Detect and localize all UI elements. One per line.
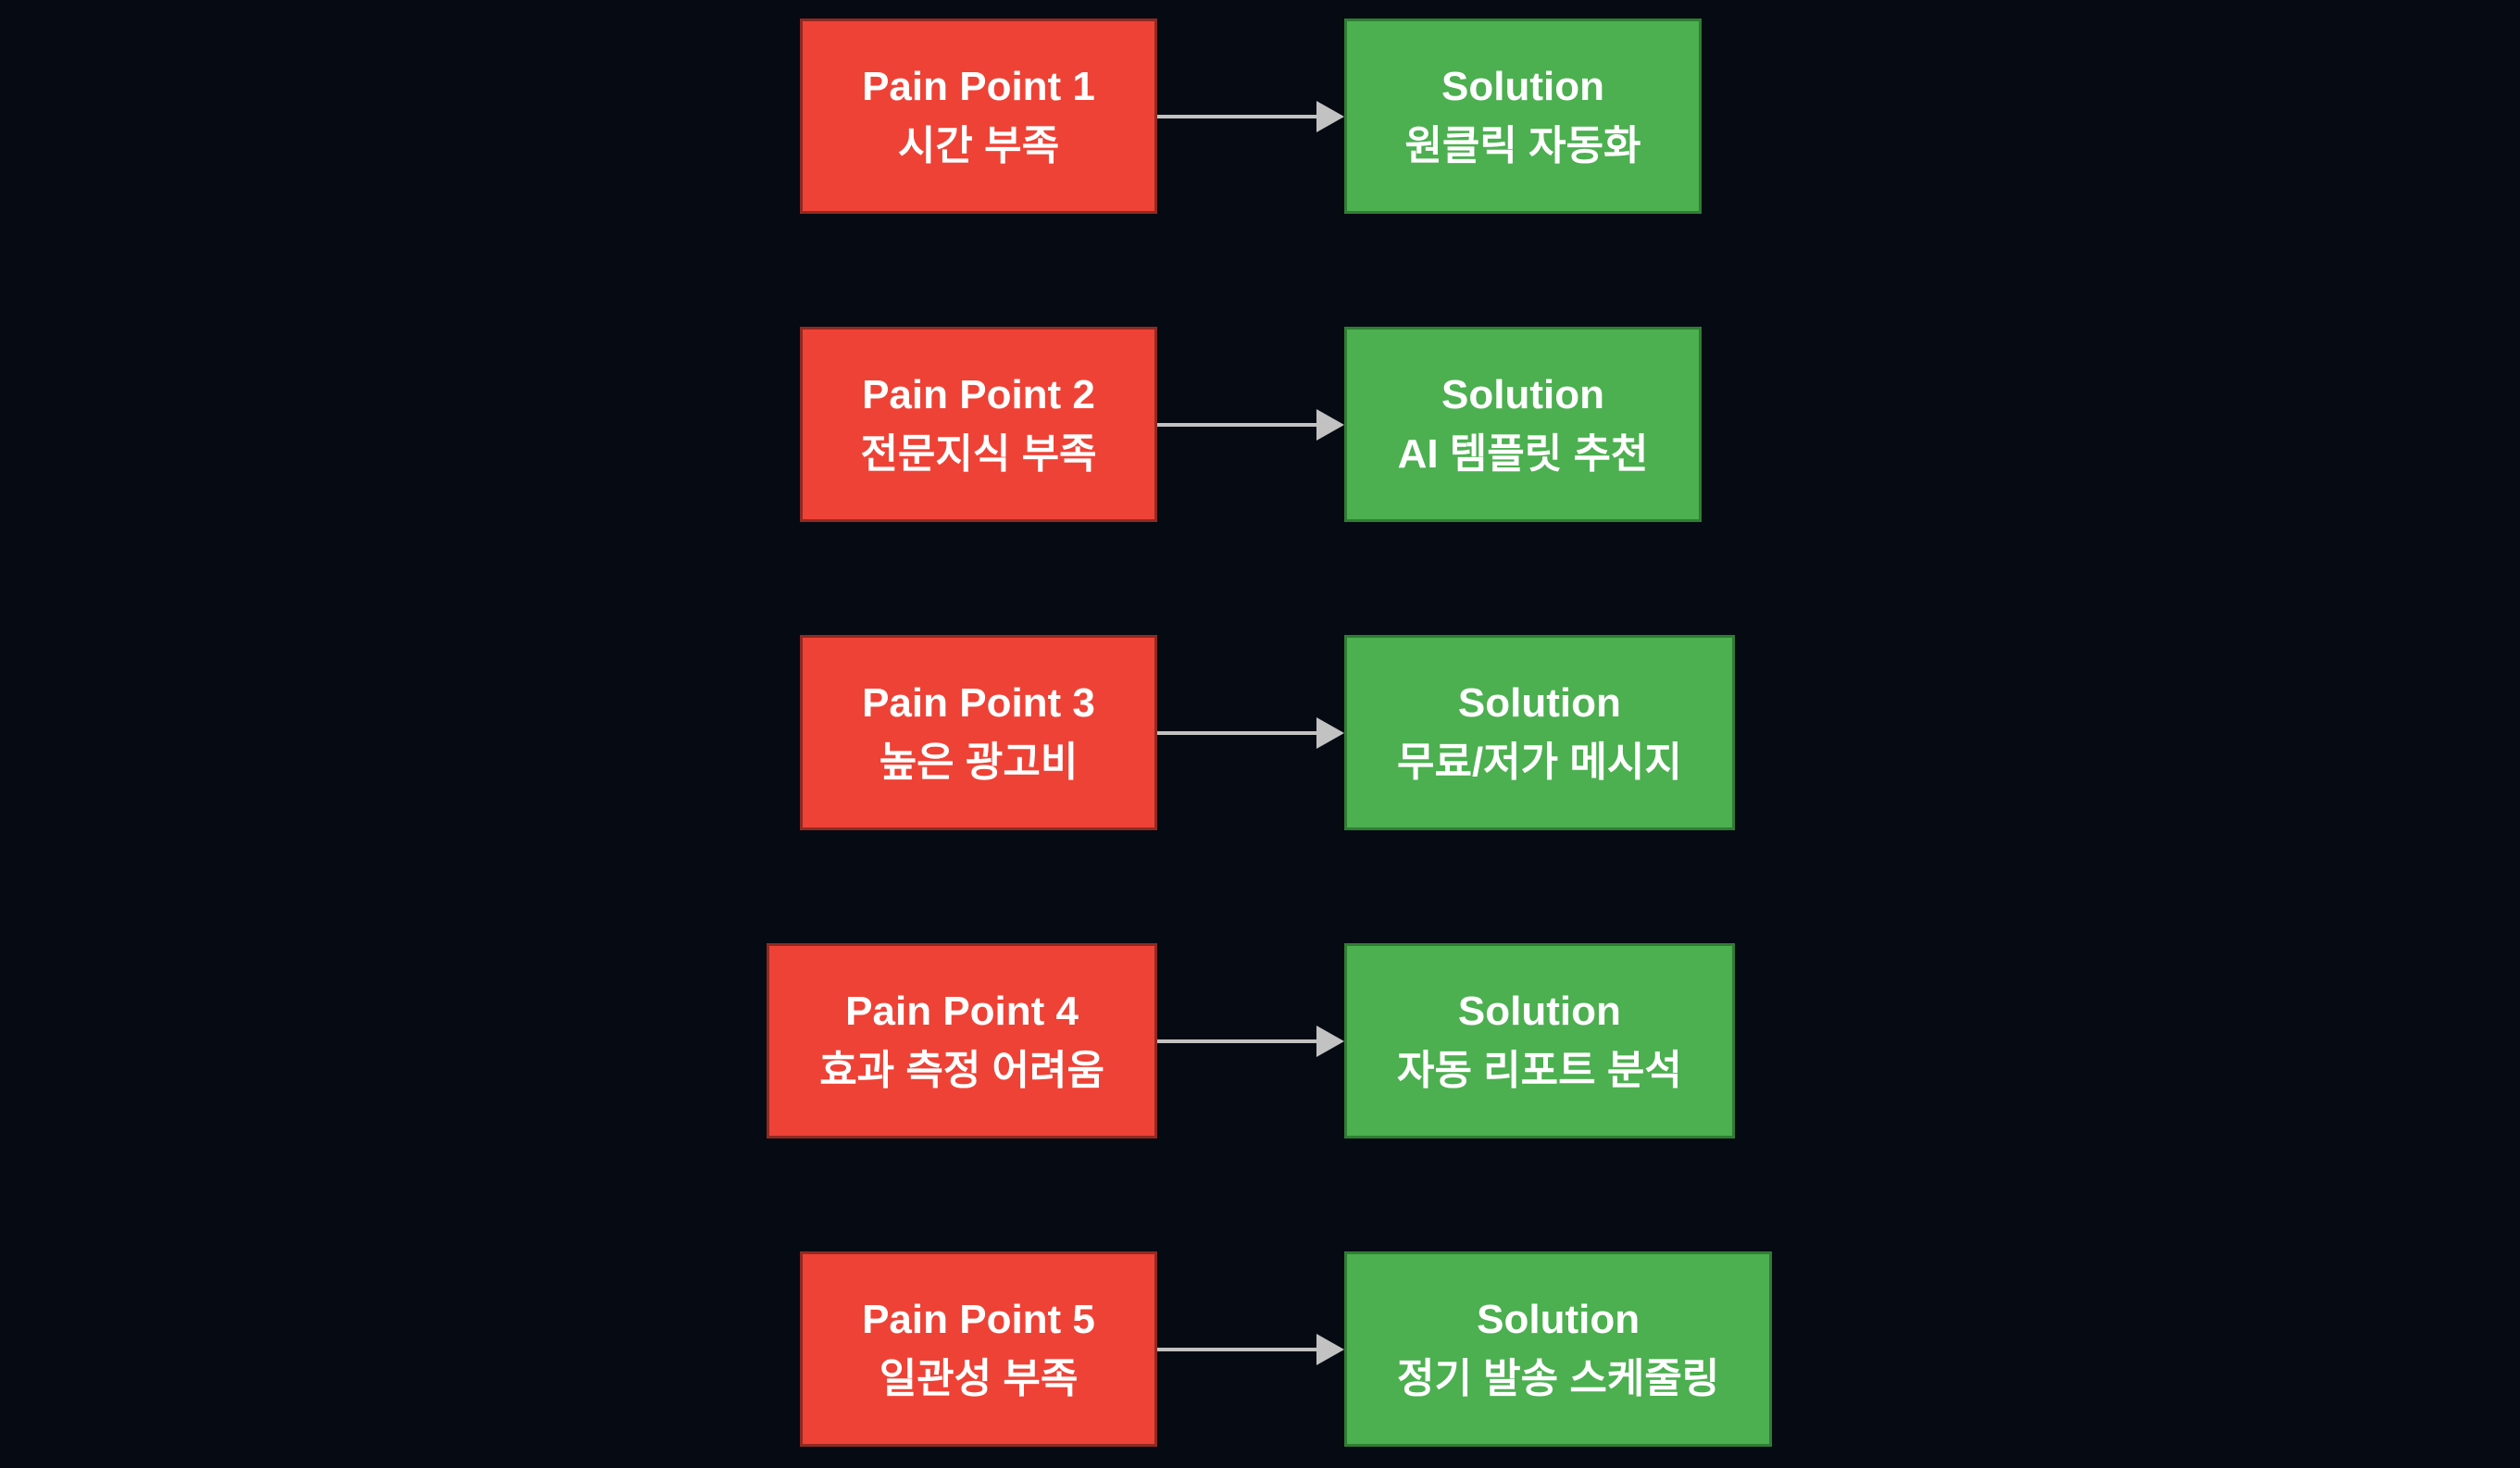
solution-2-box: Solution AI 템플릿 추천 (1344, 327, 1702, 522)
diagram-row-3: Pain Point 3 높은 광고비 Solution 무료/저가 메시지 (0, 635, 2520, 830)
pain-point-1-box: Pain Point 1 시간 부족 (800, 19, 1157, 214)
solution-title: Solution (1441, 63, 1604, 109)
arrow-connector (1157, 19, 1344, 214)
arrow-connector (1157, 635, 1344, 830)
pain-point-title: Pain Point 3 (862, 679, 1095, 726)
pain-point-title: Pain Point 2 (862, 371, 1095, 417)
pain-point-subtitle: 일관성 부족 (879, 1355, 1079, 1401)
solution-subtitle: 정기 발송 스케줄링 (1397, 1355, 1720, 1401)
arrow-line (1157, 730, 1318, 735)
arrow-head-icon (1316, 1025, 1344, 1057)
pain-point-subtitle: 효과 측정 어려움 (819, 1047, 1104, 1093)
pain-point-subtitle: 전문지식 부족 (860, 430, 1097, 477)
pain-point-5-box: Pain Point 5 일관성 부족 (800, 1251, 1157, 1447)
arrow-connector (1157, 943, 1344, 1138)
solution-title: Solution (1441, 371, 1604, 417)
arrow-head-icon (1316, 716, 1344, 749)
arrow-connector (1157, 327, 1344, 522)
solution-3-box: Solution 무료/저가 메시지 (1344, 635, 1735, 830)
diagram-row-5: Pain Point 5 일관성 부족 Solution 정기 발송 스케줄링 (0, 1251, 2520, 1447)
pain-point-title: Pain Point 5 (862, 1296, 1095, 1342)
arrow-head-icon (1316, 1333, 1344, 1365)
arrow-line (1157, 1039, 1318, 1043)
diagram-row-1: Pain Point 1 시간 부족 Solution 원클릭 자동화 (0, 19, 2520, 214)
arrow-head-icon (1316, 100, 1344, 132)
pain-point-title: Pain Point 4 (845, 988, 1079, 1034)
pain-point-title: Pain Point 1 (862, 63, 1095, 109)
solution-subtitle: 원클릭 자동화 (1404, 122, 1641, 168)
solution-title: Solution (1477, 1296, 1640, 1342)
pain-point-subtitle: 시간 부족 (897, 122, 1060, 168)
arrow-line (1157, 422, 1318, 427)
solution-4-box: Solution 자동 리포트 분석 (1344, 943, 1735, 1138)
solution-title: Solution (1457, 988, 1621, 1034)
pain-point-2-box: Pain Point 2 전문지식 부족 (800, 327, 1157, 522)
arrow-connector (1157, 1251, 1344, 1447)
solution-subtitle: 자동 리포트 분석 (1397, 1047, 1682, 1093)
solution-1-box: Solution 원클릭 자동화 (1344, 19, 1702, 214)
pain-point-3-box: Pain Point 3 높은 광고비 (800, 635, 1157, 830)
diagram-row-4: Pain Point 4 효과 측정 어려움 Solution 자동 리포트 분… (0, 943, 2520, 1138)
diagram-row-2: Pain Point 2 전문지식 부족 Solution AI 템플릿 추천 (0, 327, 2520, 522)
arrow-line (1157, 114, 1318, 118)
arrow-line (1157, 1347, 1318, 1351)
arrow-head-icon (1316, 408, 1344, 441)
solution-subtitle: AI 템플릿 추천 (1397, 430, 1649, 477)
solution-5-box: Solution 정기 발송 스케줄링 (1344, 1251, 1773, 1447)
solution-title: Solution (1457, 679, 1621, 726)
solution-subtitle: 무료/저가 메시지 (1397, 739, 1682, 785)
pain-point-subtitle: 높은 광고비 (879, 739, 1079, 785)
pain-point-4-box: Pain Point 4 효과 측정 어려움 (767, 943, 1157, 1138)
